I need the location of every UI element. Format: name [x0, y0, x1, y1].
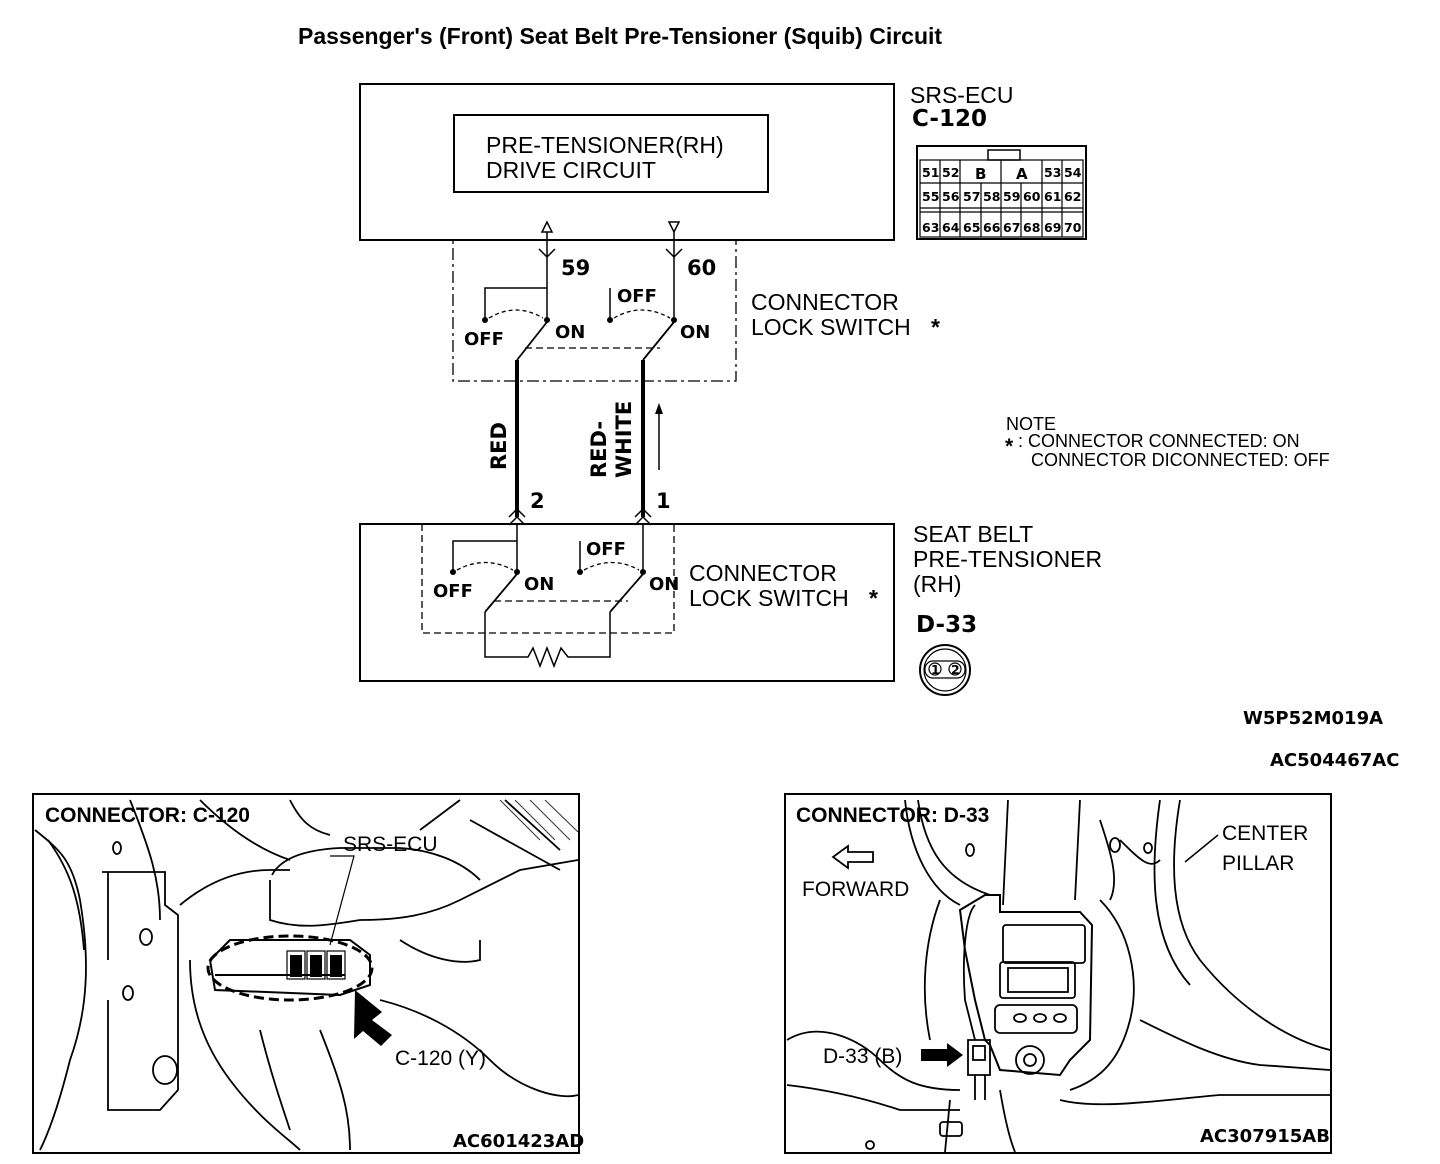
photo-right-label-connector: D-33 (B): [823, 1045, 902, 1068]
srs-ecu-box: PRE-TENSIONER(RH) DRIVE CIRCUIT: [359, 83, 895, 241]
figure-code: AC504467AC: [1270, 750, 1399, 771]
pin-62: 62: [1064, 189, 1081, 204]
pin-53: 53: [1044, 165, 1061, 180]
wire-label-red: RED: [487, 422, 511, 470]
pin-70: 70: [1064, 220, 1082, 235]
upper-lock-switch-asterisk: *: [931, 314, 940, 340]
pin-64: 64: [942, 220, 960, 235]
c120-pointer-arrow-icon: [354, 990, 392, 1046]
photo-right-heading: CONNECTOR: D-33: [796, 804, 989, 827]
photo-left-label-ecu: SRS-ECU: [343, 833, 438, 856]
lower-lock-switch-label-1: CONNECTOR: [689, 560, 837, 586]
upper-lock-switch: OFF ON OFF ON: [464, 286, 710, 361]
pin-A: A: [1016, 165, 1028, 183]
pin-55: 55: [922, 189, 939, 204]
photo-connector-d33: [784, 793, 1332, 1154]
photo-right-label-pillar-2: PILLAR: [1222, 852, 1294, 875]
upper-off-left: OFF: [464, 329, 504, 350]
upper-off-right: OFF: [617, 286, 657, 307]
drive-circuit-label-2: DRIVE CIRCUIT: [486, 157, 656, 183]
upper-lock-switch-label-2: LOCK SWITCH: [751, 314, 911, 340]
pretensioner-connector-id: D-33: [916, 612, 977, 638]
pin-67: 67: [1003, 220, 1020, 235]
note-heading: NOTE: [1006, 414, 1056, 434]
drive-circuit-box: [453, 114, 769, 193]
drive-circuit-label-1: PRE-TENSIONER(RH): [486, 132, 724, 158]
d33-pointer-arrow-icon: [921, 1043, 963, 1067]
pretensioner-label-1: SEAT BELT: [913, 521, 1033, 547]
pin-63: 63: [922, 220, 939, 235]
upper-connector-outline: [452, 239, 737, 382]
pin-66: 66: [983, 220, 1001, 235]
photo-left-code: AC601423AD: [453, 1131, 584, 1152]
ecu-name: SRS-ECU: [910, 82, 1014, 108]
pin-65: 65: [963, 220, 980, 235]
lower-lock-switch-asterisk: *: [869, 585, 878, 611]
terminal-1: 1: [656, 489, 671, 513]
lower-off-left: OFF: [433, 581, 473, 602]
diagram-code: W5P52M019A: [1243, 708, 1383, 729]
pin-54: 54: [1064, 165, 1082, 180]
d33-pin-2: 2: [951, 662, 960, 677]
photo-left-heading: CONNECTOR: C-120: [45, 804, 250, 827]
lower-connector-outline: [421, 523, 675, 634]
ecu-connector-id: C-120: [912, 106, 987, 132]
pin-68: 68: [1023, 220, 1040, 235]
pretensioner-connector-face: 1 2: [919, 644, 971, 696]
upper-on-right: ON: [680, 322, 710, 343]
photo-left-label-connector: C-120 (Y): [395, 1047, 486, 1070]
pretensioner-label-2: PRE-TENSIONER: [913, 546, 1102, 572]
pin-61: 61: [1044, 189, 1061, 204]
output-up-triangle-icon: [540, 220, 554, 233]
terminal-60: 60: [687, 256, 716, 280]
terminal-2: 2: [530, 489, 545, 513]
note-line-1: : CONNECTOR CONNECTED: ON: [1018, 431, 1300, 451]
note-star: *: [1005, 435, 1014, 458]
wire-label-red-white-2: WHITE: [612, 401, 636, 478]
pin-B: B: [975, 165, 986, 183]
pin-59: 59: [1003, 189, 1020, 204]
pretensioner-label-3: (RH): [913, 571, 962, 597]
photo-right-code: AC307915AB: [1200, 1126, 1330, 1147]
pin-58: 58: [983, 189, 1000, 204]
photo-right-label-forward: FORWARD: [802, 878, 909, 901]
lower-lock-switch: OFF ON OFF ON: [433, 539, 679, 613]
pin-51: 51: [922, 165, 939, 180]
terminal-59: 59: [561, 256, 590, 280]
output-down-triangle-icon: [667, 221, 681, 234]
upper-on-left: ON: [555, 322, 585, 343]
lower-on-right: ON: [649, 574, 679, 595]
current-direction-arrow-icon: [655, 403, 663, 414]
note-line-2: CONNECTOR DICONNECTED: OFF: [1031, 450, 1330, 470]
pin-57: 57: [963, 189, 980, 204]
photo-right-label-pillar-1: CENTER: [1222, 822, 1308, 845]
pin-69: 69: [1044, 220, 1061, 235]
d33-pin-1: 1: [931, 662, 940, 677]
photo-connector-c120: [32, 793, 580, 1154]
pin-56: 56: [942, 189, 960, 204]
squib-resistor: [484, 612, 611, 669]
lower-lock-switch-label-2: LOCK SWITCH: [689, 585, 849, 611]
pin-52: 52: [942, 165, 959, 180]
forward-arrow-icon: [831, 844, 874, 870]
page-title: Passenger's (Front) Seat Belt Pre-Tensio…: [298, 23, 942, 49]
lower-on-left: ON: [524, 574, 554, 595]
upper-lock-switch-label-1: CONNECTOR: [751, 289, 899, 315]
wire-label-red-white-1: RED-: [587, 421, 611, 478]
lower-off-right: OFF: [586, 539, 626, 560]
pin-60: 60: [1023, 189, 1041, 204]
